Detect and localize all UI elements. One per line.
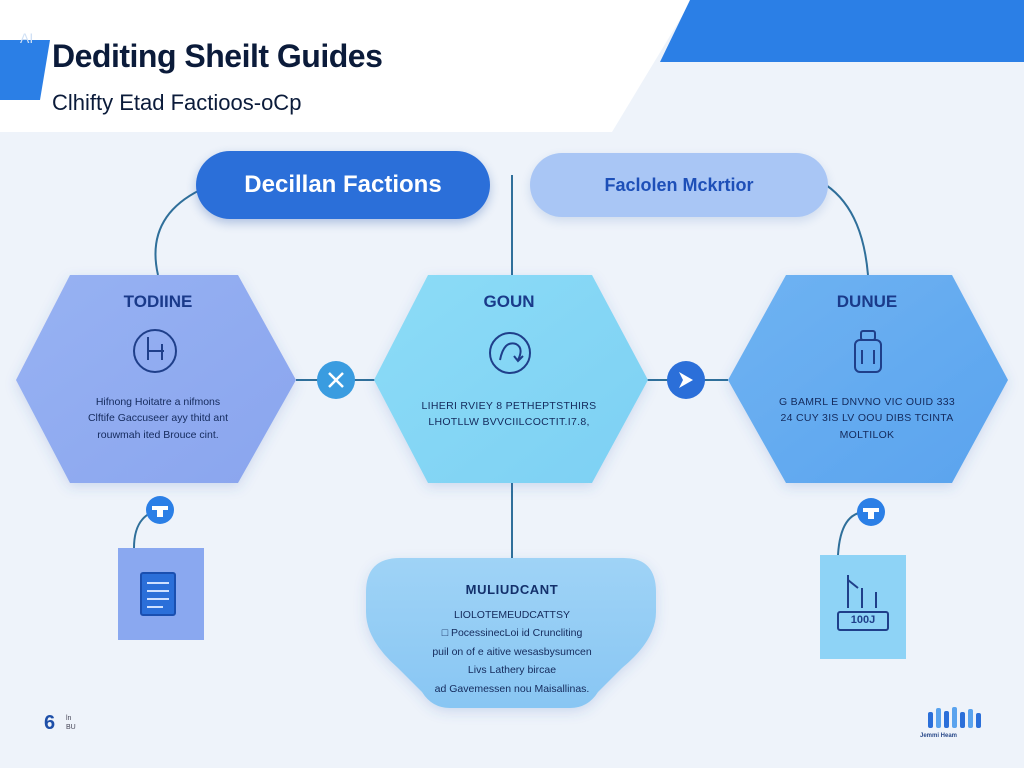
document-card[interactable] [118, 548, 204, 640]
document-icon [140, 572, 176, 616]
page-number: 6 [44, 712, 56, 734]
page-number-sub: ln BU [66, 715, 76, 732]
hexagon-left-heading: TODIINE [123, 292, 193, 311]
bottom-node-shape [366, 558, 656, 708]
chart-icon [837, 575, 889, 631]
hexagon-left-body: Hifnong Hoitatre a nifmons Clftife Gaccu… [58, 394, 258, 443]
bottom-node-line: puil on of e aitive wesasbysumcen [432, 645, 592, 658]
hexagon-right [728, 275, 1008, 483]
chart-card[interactable] [820, 555, 906, 659]
figures-logo-icon [928, 707, 981, 728]
bottom-node-line: ad Gavemessen nou Maisallinas. [434, 682, 590, 695]
hexagon-right-heading: DUNUE [836, 292, 898, 311]
right-tag-icon[interactable] [857, 498, 885, 526]
pill-right[interactable]: Faclolen Mckrtior [530, 153, 828, 217]
bottom-node-line: LIOLOTEMEUDCATTSY [454, 609, 570, 621]
bottom-node-body: LIOLOTEMEUDCATTSY □ PocessinecLoi id Cru… [404, 606, 620, 698]
arrow-icon[interactable] [667, 361, 705, 399]
refresh-icon [489, 332, 531, 374]
bottom-node-line: Livs Lathery bircae [467, 664, 557, 677]
clock-icon [133, 329, 177, 373]
square-bullet-icon: □ [441, 627, 451, 640]
header-panel [0, 0, 1024, 132]
connector-lines [133, 175, 869, 558]
chart-card-label: 100J [850, 614, 876, 626]
hexagon-left-line: Hifnong Hoitatre a nifmons [95, 396, 221, 408]
page-title: Dediting Sheilt Guides [52, 38, 383, 74]
close-icon[interactable] [317, 361, 355, 399]
hexagon-right-line: MOLTILOK [839, 428, 895, 441]
logo-text: Jemmi Heam [920, 733, 958, 739]
hexagon-right-line: G BAMRL E DNVNO VIC OUID 333 [778, 396, 956, 408]
hexagon-center-heading: GOUN [483, 292, 535, 311]
hexagon-center [374, 275, 648, 483]
bottom-node-heading: MULIUDCANT [465, 582, 559, 597]
hexagon-left [16, 275, 296, 483]
bottle-icon [854, 330, 882, 373]
hexagon-center-line: LIHERI RVIEY 8 PETHEPTSTHIRS [421, 400, 597, 412]
hexagon-right-body: G BAMRL E DNVNO VIC OUID 333 24 CUY 3IS … [760, 394, 974, 443]
pill-left[interactable]: Decillan Factions [196, 151, 490, 219]
page-subtitle: Clhifty Etad Factioos-oCp [52, 90, 302, 115]
bottom-node-line: □ PocessinecLoi id Cruncliting [441, 627, 583, 640]
hexagon-left-line: rouwmah ited Brouce cint. [97, 428, 219, 441]
hexagon-center-line: LHOTLLW BVVCIILCOCTIT.I7.8, [428, 416, 590, 429]
left-tag-icon[interactable] [146, 496, 174, 524]
hexagon-right-line: 24 CUY 3IS LV OOU DIBS TCINTA [780, 412, 954, 425]
hexagon-center-body: LIHERI RVIEY 8 PETHEPTSTHIRS LHOTLLW BVV… [404, 398, 614, 431]
hexagon-left-line: Clftife Gaccuseer ayy thitd ant [87, 412, 229, 425]
header-watermark: AI [20, 30, 34, 46]
